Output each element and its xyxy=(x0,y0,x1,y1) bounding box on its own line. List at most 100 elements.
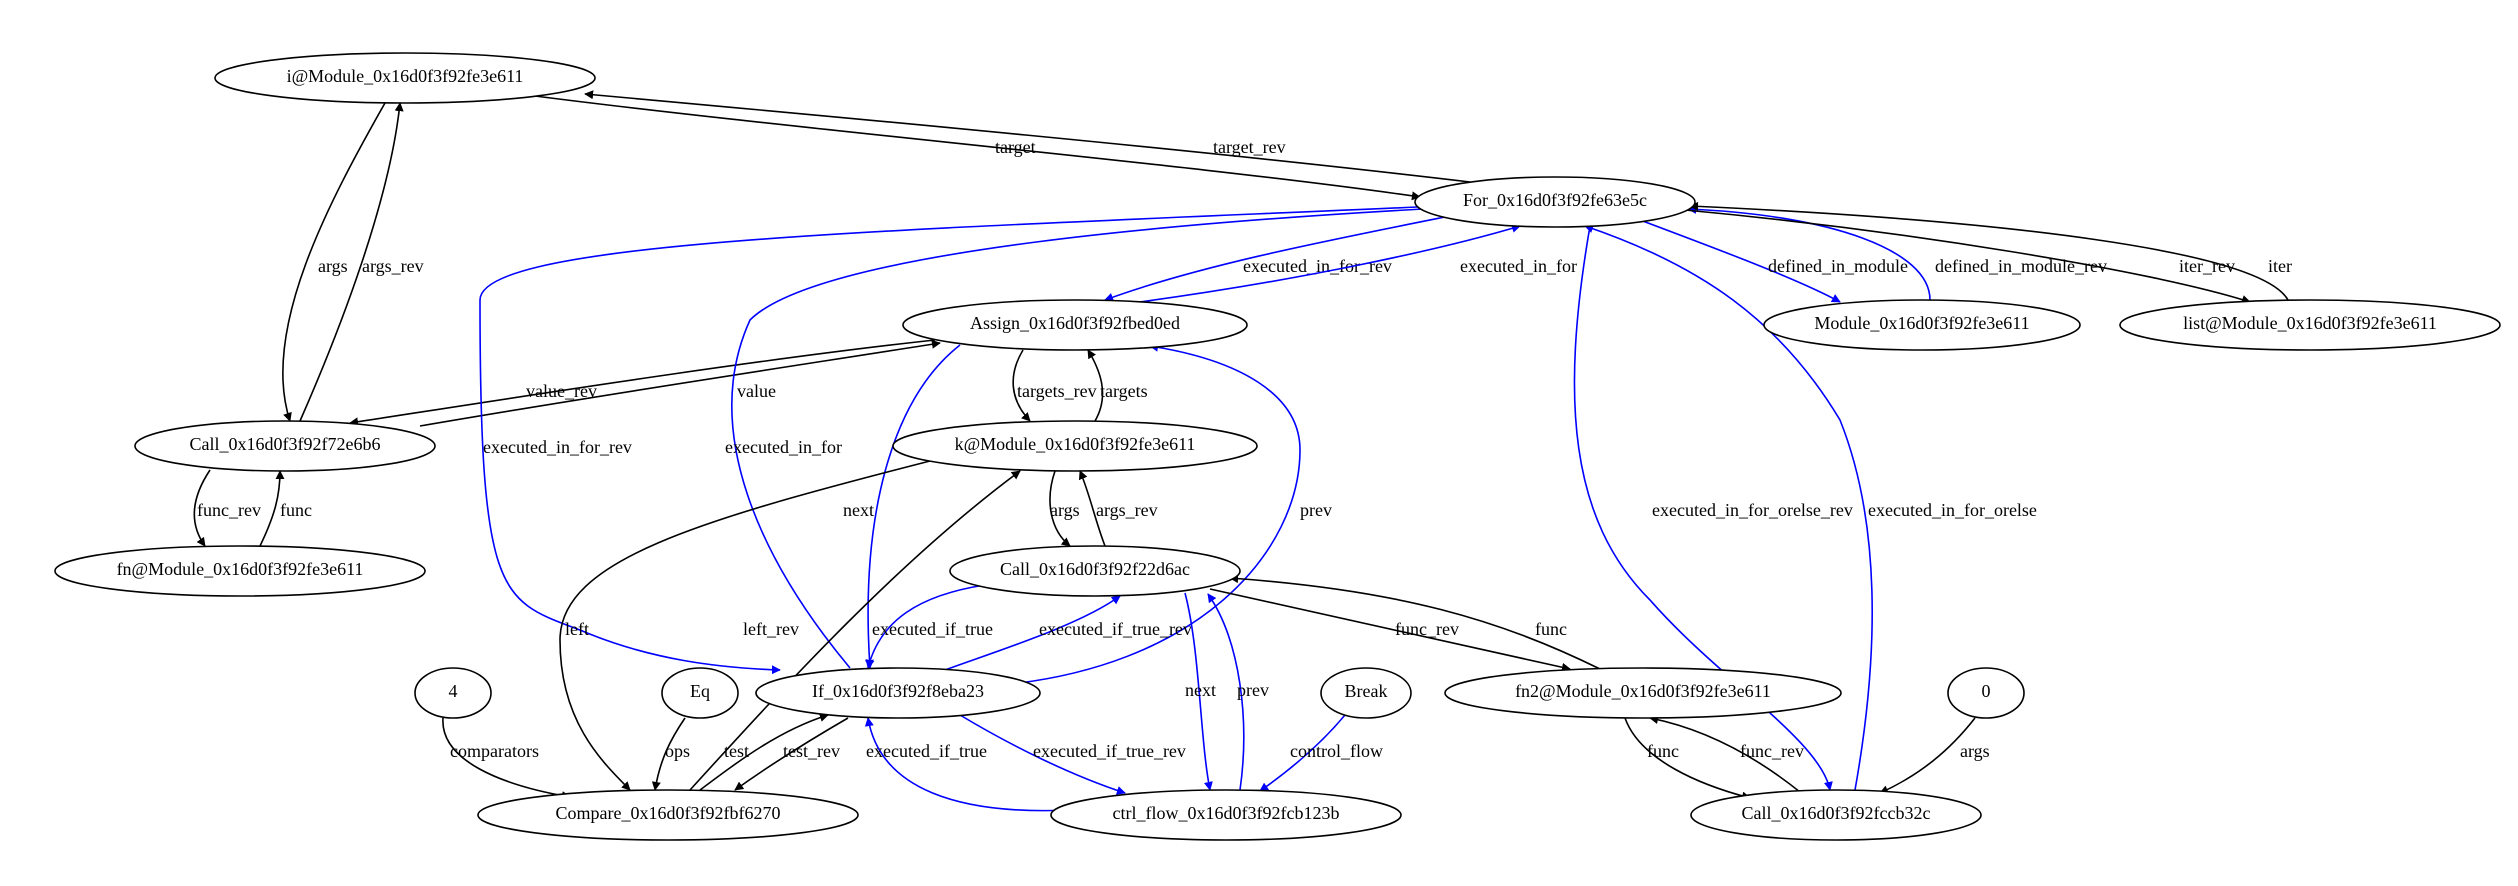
node-ellipse xyxy=(1690,789,1982,841)
edge-value-rev: value_rev xyxy=(349,339,936,427)
edge-line xyxy=(1184,592,1213,791)
node-fn-module[interactable]: fn@Module_0x16d0f3f92fe3e611 xyxy=(54,545,426,597)
edge-line xyxy=(479,205,1441,675)
edge-line xyxy=(1684,209,2251,304)
edge-comparators: comparators xyxy=(442,717,571,801)
edge-line xyxy=(1624,717,1751,801)
edge-line xyxy=(559,460,931,791)
node-zero[interactable]: 0 xyxy=(1947,667,2025,719)
edge-line xyxy=(419,339,941,427)
edge-label: target_rev xyxy=(1213,137,1286,157)
edge-label: test_rev xyxy=(783,741,840,761)
node-label: Call_0x16d0f3f92fccb32c xyxy=(1742,803,1931,823)
edge-line xyxy=(1639,219,1841,303)
edge-executed-in-for-orelse: executed_in_for_orelse xyxy=(1584,224,2037,791)
edge-line xyxy=(1049,470,1071,547)
edge-targets-rev: targets_rev xyxy=(1012,349,1097,422)
edge-next: next xyxy=(1184,592,1216,791)
edge-label: left_rev xyxy=(743,619,799,639)
edge-func: func xyxy=(1624,717,1751,801)
edge-line xyxy=(1087,349,1104,422)
edge-ops: ops xyxy=(651,717,690,791)
edge-label: comparators xyxy=(450,741,539,761)
edge-label: executed_in_for_rev xyxy=(1243,256,1392,276)
node-for[interactable]: For_0x16d0f3f92fe63e5c xyxy=(1414,176,1696,228)
node-call-72e6b6[interactable]: Call_0x16d0f3f92f72e6b6 xyxy=(134,420,436,472)
edge-label: control_flow xyxy=(1290,741,1383,761)
edge-line xyxy=(689,470,1021,791)
edge-func: func xyxy=(1229,574,1601,670)
node-compare[interactable]: Compare_0x16d0f3f92fbf6270 xyxy=(477,789,859,841)
node-ellipse xyxy=(2119,299,2501,351)
edge-label: executed_in_for xyxy=(1460,256,1577,276)
node-break[interactable]: Break xyxy=(1320,667,1412,719)
edge-label: func_rev xyxy=(197,500,261,520)
edge-test: test xyxy=(699,713,829,791)
edge-executed-in-for: executed_in_for xyxy=(725,201,1481,669)
edge-line xyxy=(584,90,1471,183)
edge-label: args xyxy=(1050,500,1080,520)
node-label: k@Module_0x16d0f3f92fe3e611 xyxy=(955,434,1196,454)
edge-label: defined_in_module_rev xyxy=(1935,256,2107,276)
node-ellipse xyxy=(949,545,1241,597)
node-label: 0 xyxy=(1982,681,1991,701)
node-four[interactable]: 4 xyxy=(414,667,492,719)
edge-func-rev: func_rev xyxy=(193,469,261,547)
node-label: Assign_0x16d0f3f92fbed0ed xyxy=(970,313,1180,333)
node-k-module[interactable]: k@Module_0x16d0f3f92fe3e611 xyxy=(892,420,1258,472)
edge-line xyxy=(1879,717,1976,794)
node-ellipse xyxy=(1050,789,1402,841)
edge-executed-if-true-rev: executed_if_true_rev xyxy=(959,714,1186,795)
node-ellipse xyxy=(477,789,859,841)
edge-defined-in-module-rev: defined_in_module_rev xyxy=(1687,204,2107,301)
edge-executed-in-for-rev: executed_in_for_rev xyxy=(479,205,1441,675)
edge-defined-in-module: defined_in_module xyxy=(1639,219,1908,303)
edge-label: iter_rev xyxy=(2179,256,2235,276)
edge-targets: targets xyxy=(1087,349,1148,422)
node-ellipse xyxy=(54,545,426,597)
node-ctrl-flow[interactable]: ctrl_flow_0x16d0f3f92fcb123b xyxy=(1050,789,1402,841)
node-ellipse xyxy=(134,420,436,472)
edge-line xyxy=(731,201,1481,669)
edge-args: args xyxy=(1049,470,1080,547)
edge-func: func xyxy=(259,470,312,547)
edge-executed-if-true: executed_if_true xyxy=(864,717,1071,812)
edge-line xyxy=(259,470,285,547)
edge-line xyxy=(1259,714,1346,792)
edge-label: func xyxy=(1647,741,1679,761)
edge-label: args xyxy=(318,256,348,276)
edge-iter-rev: iter_rev xyxy=(1684,209,2251,304)
node-ellipse xyxy=(1444,667,1842,719)
edge-line xyxy=(1104,213,1461,302)
edge-line xyxy=(1573,225,1833,791)
node-ellipse xyxy=(892,420,1258,472)
node-label: list@Module_0x16d0f3f92fe3e611 xyxy=(2183,313,2437,333)
edge-line xyxy=(959,714,1126,795)
edge-target: target xyxy=(534,95,1421,201)
node-assign[interactable]: Assign_0x16d0f3f92fbed0ed xyxy=(902,299,1248,351)
edge-label: executed_in_for_orelse_rev xyxy=(1652,500,1853,520)
node-eq[interactable]: Eq xyxy=(661,667,739,719)
edge-iter: iter xyxy=(1689,201,2292,301)
node-label: Module_0x16d0f3f92fe3e611 xyxy=(1814,313,2029,333)
edge-test-rev: test_rev xyxy=(734,717,849,791)
edge-line xyxy=(282,102,386,422)
edge-line xyxy=(1229,574,1601,670)
node-list-module[interactable]: list@Module_0x16d0f3f92fe3e611 xyxy=(2119,299,2501,351)
edge-line xyxy=(1584,224,1873,791)
node-if[interactable]: If_0x16d0f3f92f8eba23 xyxy=(755,667,1041,719)
edge-func-rev: func_rev xyxy=(1209,588,1571,672)
edge-func-rev: func_rev xyxy=(1649,715,1804,793)
node-fn2-module[interactable]: fn2@Module_0x16d0f3f92fe3e611 xyxy=(1444,667,1842,719)
node-call-22d6ac[interactable]: Call_0x16d0f3f92f22d6ac xyxy=(949,545,1241,597)
edge-line xyxy=(944,595,1121,671)
node-call-fccb32c[interactable]: Call_0x16d0f3f92fccb32c xyxy=(1690,789,1982,841)
nodes-layer: i@Module_0x16d0f3f92fe3e611For_0x16d0f3f… xyxy=(54,52,2501,841)
node-label: Call_0x16d0f3f92f72e6b6 xyxy=(190,434,381,454)
node-i-module[interactable]: i@Module_0x16d0f3f92fe3e611 xyxy=(214,52,596,104)
edge-label: next xyxy=(1185,680,1216,700)
edge-label: executed_if_true xyxy=(872,619,993,639)
node-module[interactable]: Module_0x16d0f3f92fe3e611 xyxy=(1763,299,2081,351)
